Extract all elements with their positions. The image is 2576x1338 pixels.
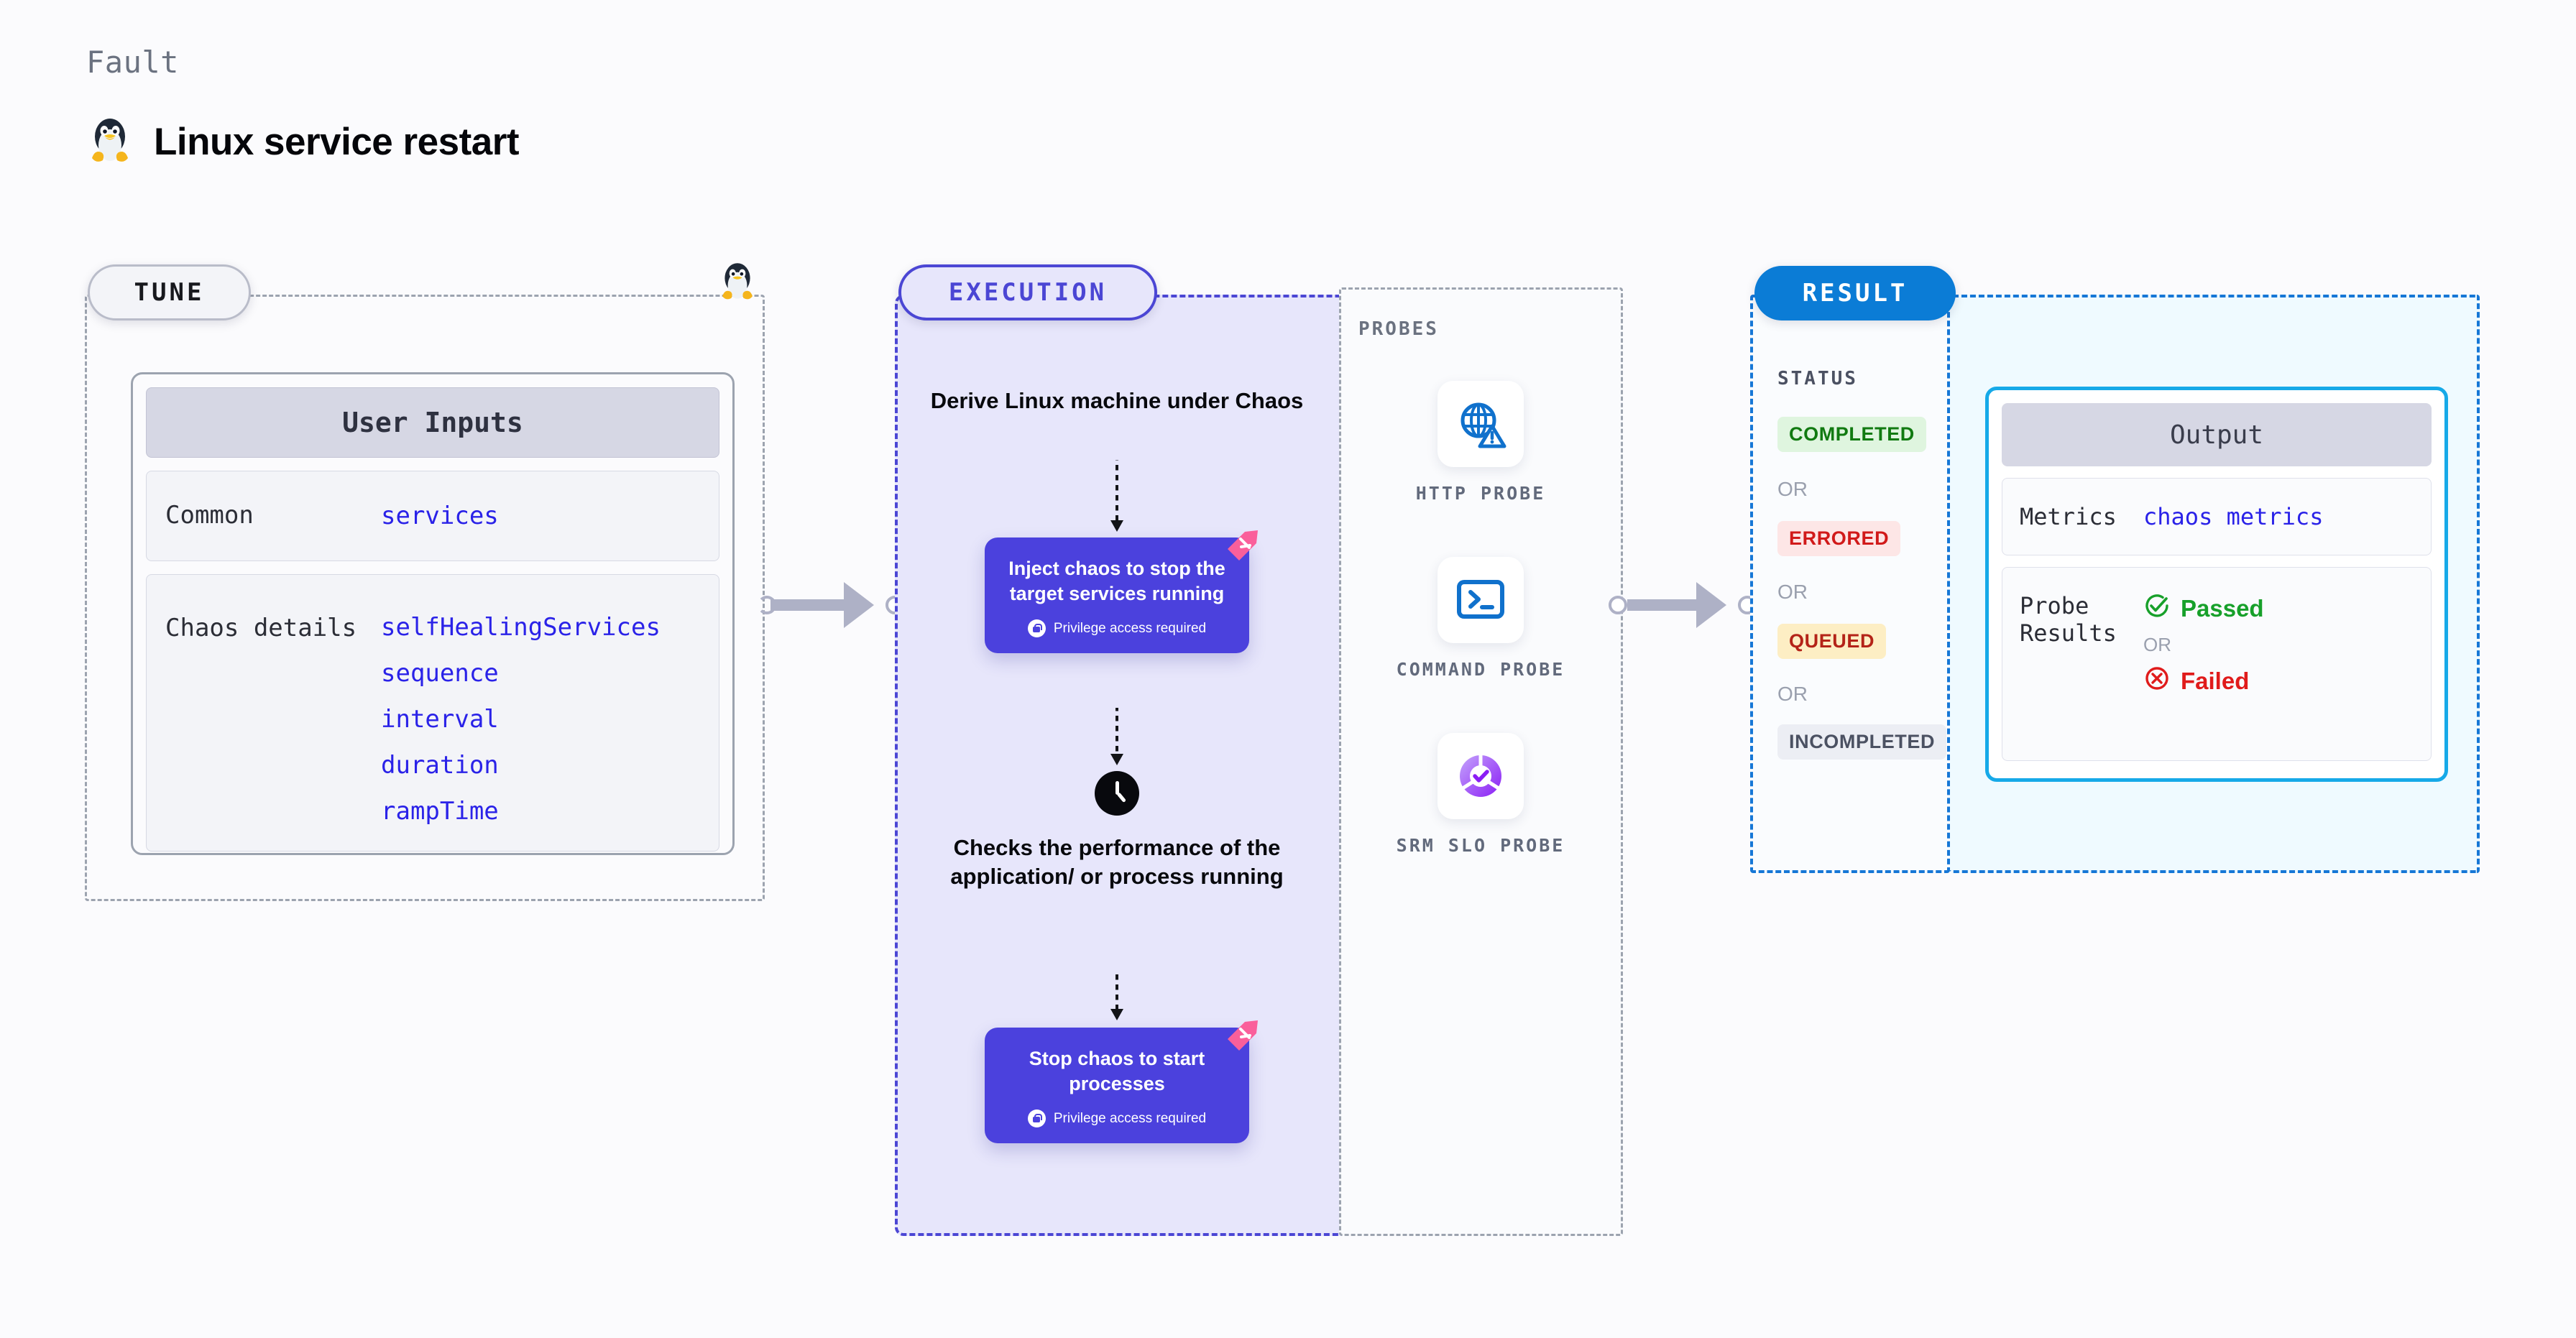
tune-row-key: Common [165,501,254,530]
probe-label: SRM SLO PROBE [1396,835,1565,856]
execution-badge[interactable]: EXECUTION [898,264,1157,320]
probe-http[interactable]: HTTP PROBE [1391,381,1570,506]
stop-chaos-card[interactable]: Stop chaos to start processes Privilege … [985,1020,1258,1144]
flow-arrow-2 [1110,708,1123,765]
check-circle-icon [2143,592,2171,625]
result-badge[interactable]: RESULT [1754,266,1956,320]
inject-privilege-text: Privilege access required [1053,620,1207,636]
inject-privilege-note: Privilege access required [1000,619,1233,638]
lock-icon [1027,1109,1046,1128]
output-metrics-key: Metrics [2020,502,2117,530]
probe-result-passed-label: Passed [2181,595,2264,622]
probe-result-failed-label: Failed [2181,668,2250,694]
status-badge-completed: COMPLETED [1777,417,1926,452]
derive-machine-text: Derive Linux machine under Chaos [930,388,1304,413]
checks-performance-text: Checks the performance of the applicatio… [950,835,1284,889]
tune-badge[interactable]: TUNE [88,264,251,320]
stop-privilege-note: Privilege access required [1000,1109,1233,1128]
param-sequence[interactable]: sequence [381,659,499,688]
status-or-3: OR [1777,683,1808,705]
tune-row-common: Common services [146,471,719,561]
user-inputs-card: User Inputs Common services Chaos detail… [131,372,735,855]
probe-command[interactable]: COMMAND PROBE [1391,557,1570,682]
param-selfhealingservices[interactable]: selfHealingServices [381,613,661,642]
status-or-2: OR [1777,581,1808,603]
output-title: Output [2002,403,2432,466]
status-badge-incompleted: INCOMPLETED [1777,724,1947,760]
stop-chaos-title: Stop chaos to start processes [1029,1048,1205,1095]
chaos-ribbon-icon [1223,1018,1261,1055]
globe-warning-icon [1438,381,1524,467]
param-services[interactable]: services [381,502,499,530]
probe-result-failed: Failed [2143,665,2264,698]
page-title-text: Linux service restart [154,120,519,163]
flow-arrow-3 [1110,970,1123,1020]
status-badge-errored: ERRORED [1777,521,1901,556]
output-row-probe-results: Probe Results Passed OR [2002,567,2432,761]
status-badge-queued: QUEUED [1777,624,1887,659]
connector-tune-to-execution [758,582,908,628]
status-or-1: OR [1777,478,1808,500]
probe-srm-slo[interactable]: SRM SLO PROBE [1391,733,1570,858]
probe-label: COMMAND PROBE [1396,659,1565,680]
status-label: STATUS [1777,368,1858,389]
probes-label: PROBES [1358,318,1439,340]
probe-result-passed: Passed [2143,592,2264,625]
param-ramptime[interactable]: rampTime [381,797,499,826]
output-row-metrics: Metrics chaos metrics [2002,478,2432,555]
output-probe-key: Probe Results [2020,592,2117,647]
page-title: Linux service restart [88,115,519,168]
inject-chaos-card[interactable]: Inject chaos to stop the target services… [985,530,1258,654]
result-status-panel [1750,295,1950,873]
terminal-icon [1438,557,1524,643]
param-duration[interactable]: duration [381,751,499,780]
chaos-ribbon-icon [1223,527,1261,565]
tune-tux-marker-icon [719,260,756,308]
output-metrics-value[interactable]: chaos metrics [2143,503,2324,530]
tune-row-key: Chaos details [165,614,357,642]
inject-chaos-title: Inject chaos to stop the target services… [1008,558,1225,605]
clock-icon [1095,771,1139,816]
user-inputs-title: User Inputs [146,387,719,458]
probe-label: HTTP PROBE [1415,483,1546,504]
execution-flow: Derive Linux machine under Chaos Inject … [895,295,1339,1236]
probe-result-or: OR [2143,634,2171,655]
fault-kicker: Fault [86,45,179,80]
tune-row-chaos-details: Chaos details selfHealingServices sequen… [146,574,719,852]
tux-penguin-icon [88,115,132,168]
lock-icon [1027,619,1046,638]
slo-donut-check-icon [1438,733,1524,819]
param-interval[interactable]: interval [381,705,499,734]
connector-execution-to-result [1609,582,1761,628]
flow-arrow-1 [1110,460,1123,532]
output-card: Output Metrics chaos metrics Probe Resul… [1985,387,2448,782]
x-circle-icon [2143,665,2171,698]
stop-privilege-text: Privilege access required [1053,1110,1207,1126]
